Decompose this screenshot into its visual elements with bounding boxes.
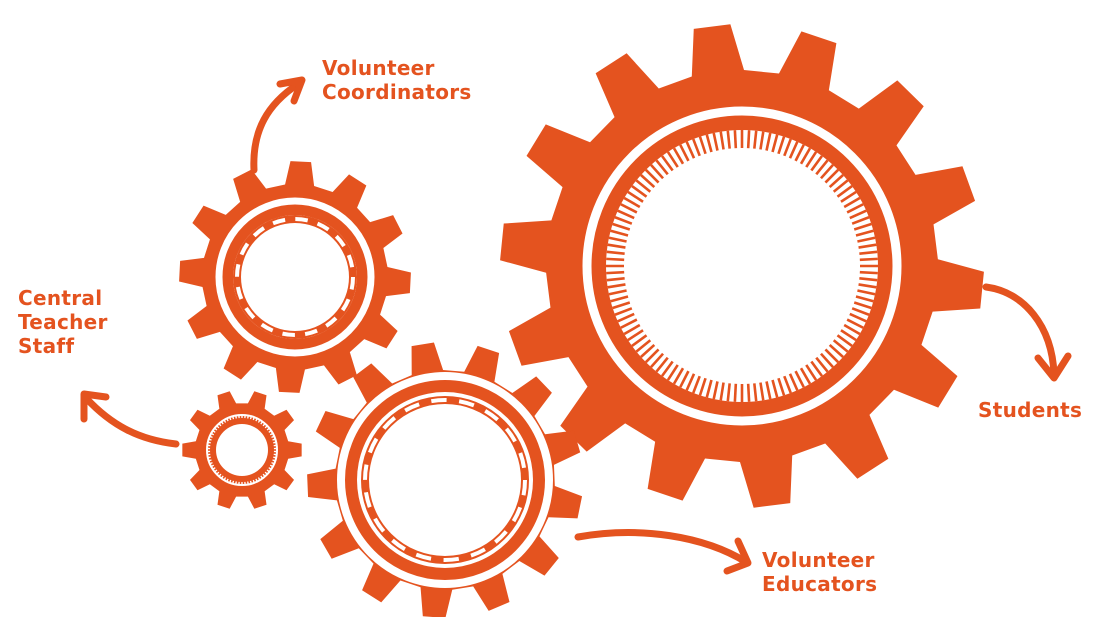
- coordinators-gear-icon: [179, 161, 411, 393]
- gear-ticks: [606, 130, 878, 402]
- label-line: Coordinators: [322, 80, 472, 104]
- label-line: Students: [978, 398, 1083, 422]
- arrowhead-central-teacher-staff: [80, 390, 110, 423]
- students-gear-icon: [500, 24, 984, 508]
- gear-ring: [215, 197, 375, 357]
- label-line: Teacher: [18, 310, 108, 334]
- gear-dashes: [363, 398, 527, 562]
- label-volunteer-educators: Volunteer Educators: [762, 548, 877, 596]
- gear-ticks: [208, 415, 276, 485]
- arrow-to-volunteer-coordinators: [250, 80, 302, 174]
- arrowhead-students: [1034, 352, 1072, 382]
- gear-ring: [337, 372, 553, 588]
- arrowhead-volunteer-educators: [723, 537, 752, 575]
- teacher-staff-gear-icon: [182, 391, 302, 509]
- label-students: Students: [978, 398, 1093, 422]
- label-central-teacher-staff: Central Teacher Staff: [18, 286, 108, 358]
- label-line: Volunteer: [322, 56, 435, 80]
- arrow-to-volunteer-educators: [574, 529, 750, 566]
- arrow-to-students: [982, 283, 1058, 378]
- label-line: Volunteer: [762, 548, 875, 572]
- educators-gear-icon: [307, 342, 583, 617]
- label-line: Central: [18, 286, 103, 310]
- gear-ring: [582, 106, 902, 426]
- label-line: Staff: [18, 334, 75, 358]
- label-volunteer-coordinators: Volunteer Coordinators: [322, 56, 472, 104]
- label-line: Educators: [762, 572, 878, 596]
- arrow-to-central-teacher-staff: [82, 394, 180, 448]
- gear-dashes: [235, 217, 355, 337]
- arrowhead-volunteer-coordinators: [276, 76, 306, 105]
